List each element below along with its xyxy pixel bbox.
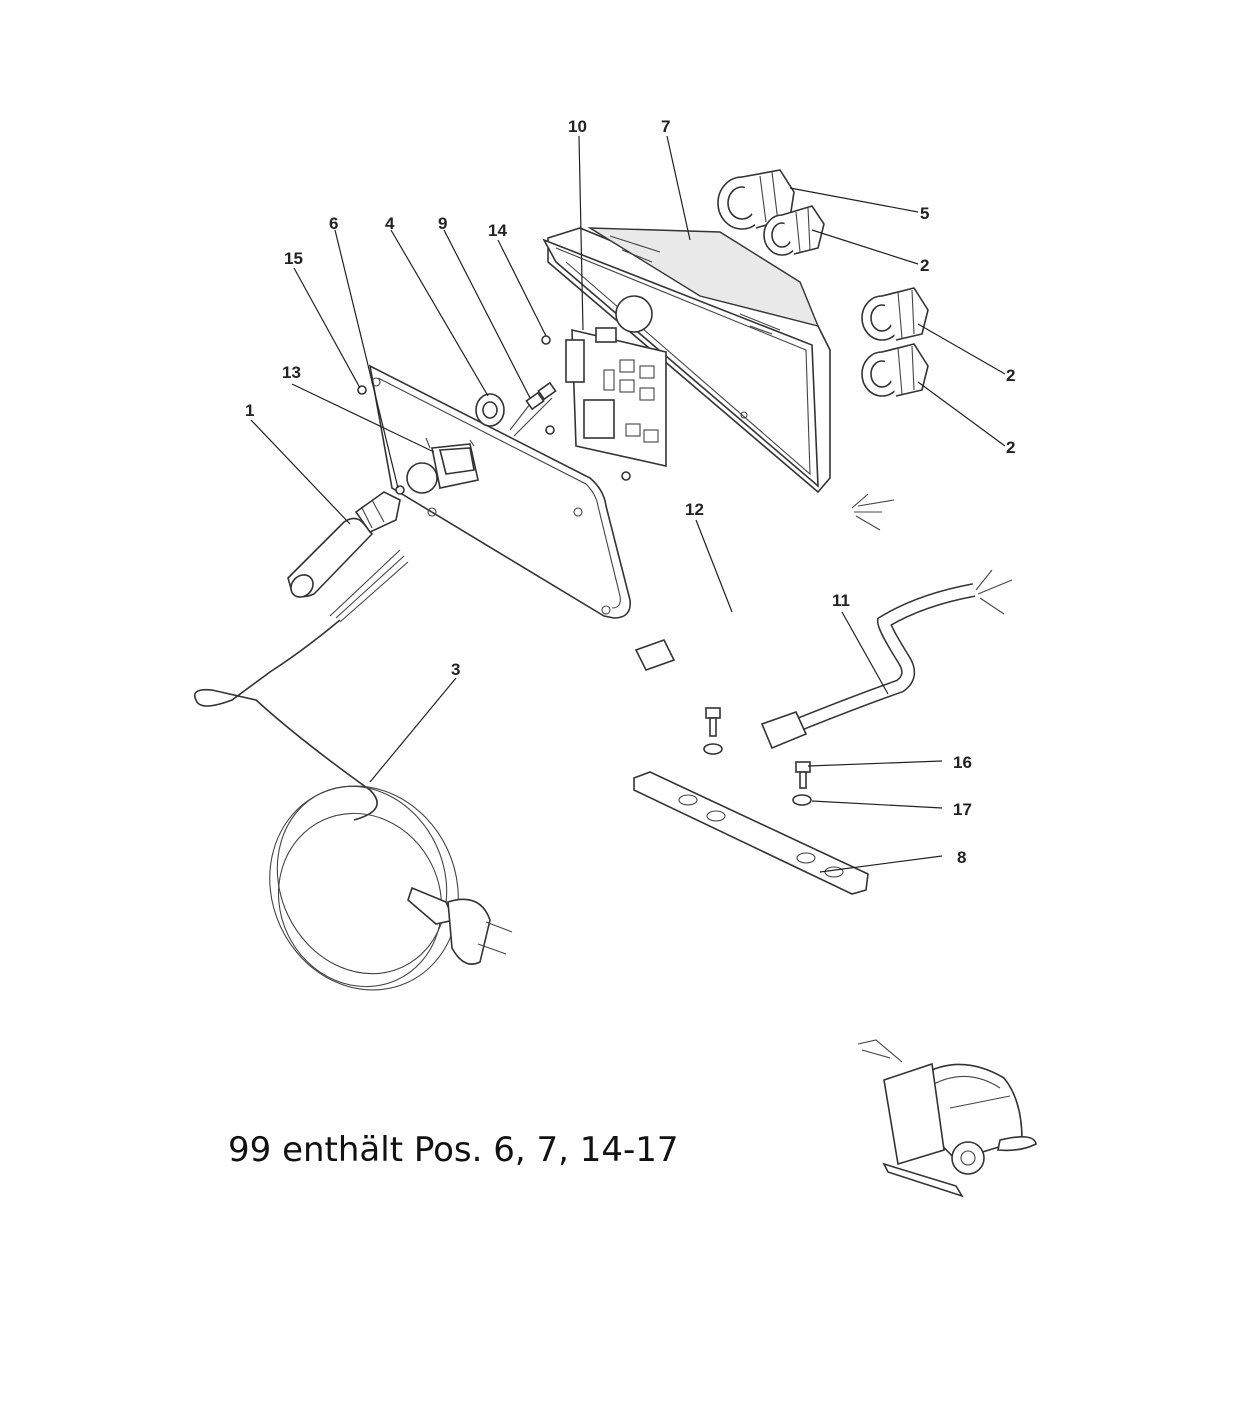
- callout-4: 4: [385, 214, 395, 233]
- leader-lines: [250, 135, 1006, 873]
- callout-5: 5: [920, 204, 929, 223]
- callout-1: 1: [245, 401, 254, 420]
- cover-plate: [368, 364, 631, 619]
- callout-2-middle: 2: [1006, 366, 1015, 385]
- callout-8: 8: [957, 848, 966, 867]
- cable-gland-right-upper: [861, 287, 929, 341]
- circuit-board: [565, 327, 667, 467]
- callout-14: 14: [488, 221, 507, 240]
- screw-and-washer: [703, 707, 812, 806]
- callout-2-bottom: 2: [1006, 438, 1015, 457]
- flat-bar: [633, 771, 869, 895]
- strain-relief-sleeve: [287, 491, 401, 598]
- cable-gland-small-top: [763, 205, 825, 256]
- callout-9: 9: [438, 214, 447, 233]
- callout-17: 17: [953, 800, 972, 819]
- callout-labels: 10 7 5 2 2 2 14 9 4 6 15 13 1 3 12 11 16…: [245, 117, 1015, 867]
- cable-terminals: [509, 381, 557, 437]
- machine-thumbnail: [857, 1039, 1037, 1198]
- cable-harness-11: [760, 569, 1013, 750]
- callout-11: 11: [832, 591, 850, 610]
- rocker-switch: [425, 437, 479, 489]
- cable-gland-right-lower: [861, 343, 929, 397]
- power-cord: [193, 549, 513, 991]
- callout-10: 10: [568, 117, 587, 136]
- callout-6: 6: [329, 214, 338, 233]
- callout-13: 13: [282, 363, 301, 382]
- callout-15: 15: [284, 249, 303, 268]
- callout-2-top: 2: [920, 256, 929, 275]
- contents-note: 99 enthält Pos. 6, 7, 14-17: [228, 1130, 679, 1170]
- grommet: [475, 393, 505, 427]
- callout-3: 3: [451, 660, 460, 679]
- cable-harness-12: [634, 493, 895, 671]
- control-box-housing: [542, 227, 831, 494]
- callout-16: 16: [953, 753, 972, 772]
- callout-12: 12: [685, 500, 704, 519]
- callout-7: 7: [661, 117, 670, 136]
